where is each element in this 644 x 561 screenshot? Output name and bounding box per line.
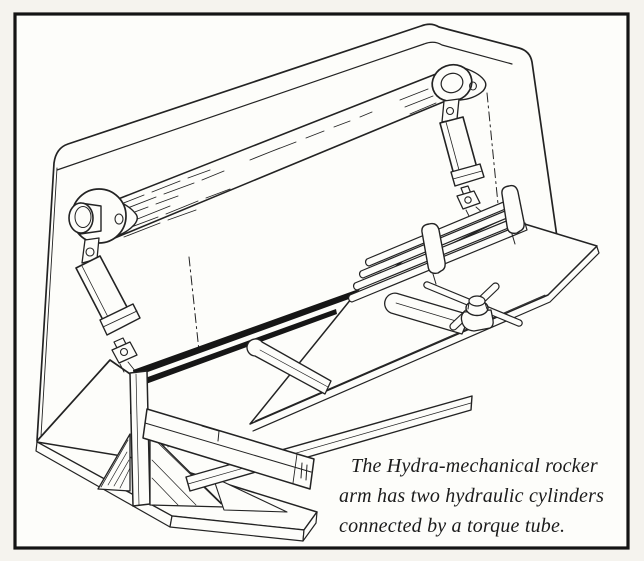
caption-line: The Hydra-mechanical rocker [351,455,598,477]
crank-handle [423,281,523,332]
right-hydraulic-cylinder [439,92,499,219]
centerline-dashed [188,256,200,352]
caption-line: connected by a torque tube. [339,515,566,537]
gusset-left [97,433,131,492]
left-rocker-arm [68,188,138,264]
torque-tube [102,71,449,241]
machine-housing [36,23,560,442]
rod-comb-bracket-right [501,184,525,235]
beam-notch [201,425,220,442]
gusset-outer [212,476,288,513]
caption-line: arm has two hydraulic cylinders [339,485,605,507]
tube-shading [115,88,437,238]
shear-blade [130,285,371,414]
beam-groove [300,462,308,481]
rocker-pin-hole [469,81,477,91]
figure-caption: The Hydra-mechanical rocker arm has two … [339,451,625,541]
centerline-dashed [486,92,499,205]
squaring-arm-beam [142,408,315,490]
table-slot-left [246,338,332,395]
left-hydraulic-cylinder [75,255,200,373]
rod-comb-bracket-left [421,222,446,275]
support-rod-rack [348,184,528,303]
rocker-pin-hole [114,213,124,225]
gusset-right [149,432,288,513]
